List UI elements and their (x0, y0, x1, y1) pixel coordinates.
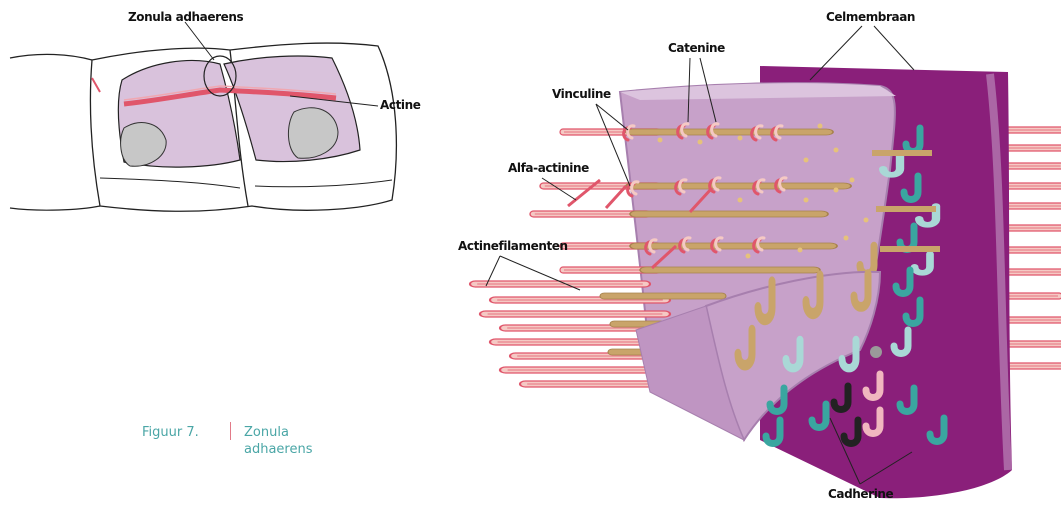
label-zonula-adhaerens: Zonula adhaerens (128, 10, 243, 24)
label-alfa-actinine: Alfa-actinine (508, 161, 589, 175)
label-cadherine: Cadherine (828, 487, 894, 501)
label-celmembraan: Celmembraan (826, 10, 915, 24)
caption-divider (230, 422, 231, 440)
zonula-overview-illustration (10, 22, 396, 211)
figure-caption: Zonula adhaerens (244, 424, 344, 458)
figure-number: Figuur 7. (142, 424, 199, 441)
label-actinefilamenten: Actinefilamenten (458, 239, 568, 253)
label-catenine: Catenine (668, 41, 725, 55)
label-actine: Actine (380, 98, 421, 112)
label-vinculine: Vinculine (552, 87, 611, 101)
